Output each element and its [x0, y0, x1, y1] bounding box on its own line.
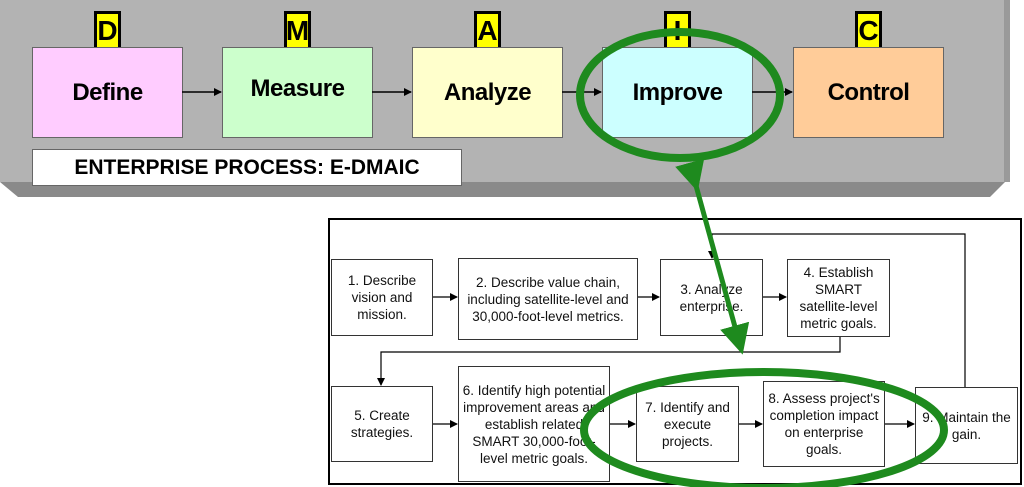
step-5: 5. Create strategies.: [331, 386, 433, 462]
phase-control: Control: [793, 47, 944, 138]
enterprise-process-title: ENTERPRISE PROCESS: E-DMAIC: [32, 149, 462, 186]
phase-tag-c: C: [855, 11, 882, 47]
arrow-9-3-loop: [708, 233, 966, 387]
step-7: 7. Identify and execute projects.: [636, 386, 739, 462]
step-2: 2. Describe value chain, including satel…: [458, 258, 638, 340]
highlight-double-arrow: [675, 158, 750, 355]
phase-analyze: Analyze: [412, 47, 563, 138]
highlight-ellipse-improve: [576, 28, 784, 162]
highlight-ellipse-steps: [580, 368, 948, 487]
arrow-4-5: [377, 337, 841, 386]
step-4: 4. Establish SMART satellite-level metri…: [787, 259, 890, 337]
phase-tag-d: D: [94, 11, 121, 47]
phase-tag-m: M: [284, 11, 311, 47]
phase-measure: Measure: [222, 47, 373, 138]
step-1: 1. Describe vision and mission.: [331, 259, 433, 336]
phase-improve: Improve: [602, 47, 753, 138]
phase-tag-a: A: [474, 11, 501, 47]
step-8: 8. Assess project's completion impact on…: [763, 381, 885, 467]
phase-define: Define: [32, 47, 183, 138]
